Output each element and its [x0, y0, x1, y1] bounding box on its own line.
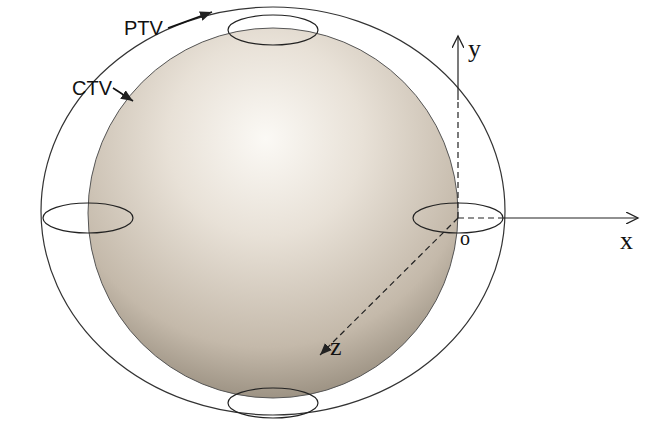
- axis-label: z: [330, 334, 342, 360]
- ptv-outline: [41, 7, 505, 415]
- margin-ellipse: [228, 15, 318, 45]
- y-axis-dashed: [457, 100, 458, 218]
- axis-label: x: [620, 228, 633, 254]
- ctv-label: CTV: [72, 78, 112, 98]
- x-axis: [503, 217, 638, 218]
- leader-arrow: [113, 88, 133, 101]
- origin-label: o: [460, 228, 470, 248]
- y-axis: [457, 36, 458, 100]
- leader-arrow: [168, 12, 212, 28]
- margin-ellipse: [228, 388, 318, 418]
- ctv-sphere: [88, 28, 458, 398]
- x-axis-dashed: [458, 217, 503, 218]
- margin-ellipse: [43, 203, 133, 233]
- ptv-label: PTV: [124, 18, 163, 38]
- axis-label: y: [468, 36, 481, 62]
